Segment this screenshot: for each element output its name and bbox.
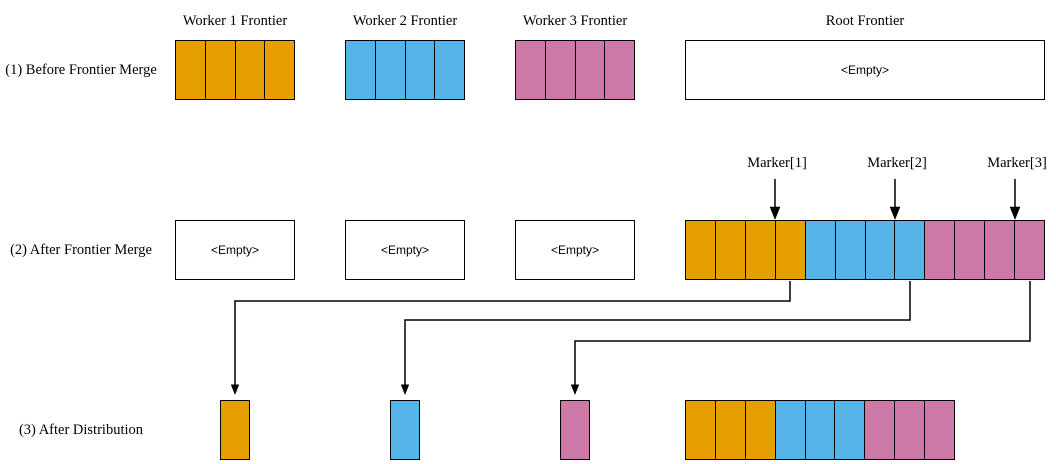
frontier-cell-pink xyxy=(516,41,546,99)
worker-1-distributed-box xyxy=(220,400,250,460)
frontier-cell-orange xyxy=(715,221,746,279)
frontier-cell-orange xyxy=(205,41,236,99)
frontier-cell-pink xyxy=(561,401,589,459)
marker-1-arrow xyxy=(769,179,781,221)
worker-3-distributed-box xyxy=(560,400,590,460)
marker-1-label: Marker[1] xyxy=(747,155,807,171)
frontier-cell-pink xyxy=(955,221,986,279)
frontier-cell-pink xyxy=(575,41,606,99)
root-after-distribution-box xyxy=(685,400,955,460)
frontier-cell-orange xyxy=(715,401,746,459)
worker-2-before-box xyxy=(345,40,465,100)
frontier-cell-pink xyxy=(985,221,1016,279)
frontier-cell-orange xyxy=(686,221,716,279)
empty-placeholder-text: <Empty> xyxy=(210,243,260,257)
worker-3-before-box xyxy=(515,40,635,100)
empty-placeholder-text: <Empty> xyxy=(840,63,890,77)
empty-placeholder-text: <Empty> xyxy=(380,243,430,257)
marker-2-label: Marker[2] xyxy=(867,155,927,171)
marker-3-label: Marker[3] xyxy=(987,155,1047,171)
row-label-after-distribution: (3) After Distribution xyxy=(18,421,144,438)
frontier-cell-blue xyxy=(835,221,866,279)
worker-2-distributed-box xyxy=(390,400,420,460)
root-before-box: <Empty> xyxy=(685,40,1045,100)
row-label-before-frontier-merge: (1) Before Frontier Merge xyxy=(5,61,157,78)
worker-1-after-merge-box: <Empty> xyxy=(175,220,295,280)
frontier-cell-orange xyxy=(176,41,206,99)
frontier-cell-pink xyxy=(925,221,956,279)
frontier-cell-orange xyxy=(745,401,776,459)
worker-3-after-merge-box: <Empty> xyxy=(515,220,635,280)
row-label-after-frontier-merge: (2) After Frontier Merge xyxy=(10,241,152,258)
frontier-cell-orange xyxy=(235,41,266,99)
frontier-cell-orange xyxy=(265,41,294,99)
frontier-cell-blue xyxy=(805,221,836,279)
frontier-cell-pink xyxy=(925,401,955,459)
frontier-cell-pink xyxy=(895,401,926,459)
frontier-cell-orange xyxy=(745,221,776,279)
frontier-cell-blue xyxy=(865,221,896,279)
worker-2-frontier-header: Worker 2 Frontier xyxy=(352,13,458,29)
worker-2-after-merge-box: <Empty> xyxy=(345,220,465,280)
frontier-cell-pink xyxy=(545,41,576,99)
distribution-arrow-2 xyxy=(400,281,911,395)
frontier-cell-blue xyxy=(435,41,464,99)
frontier-cell-blue xyxy=(391,401,419,459)
root-merged-box xyxy=(685,220,1045,280)
worker-3-frontier-header: Worker 3 Frontier xyxy=(522,13,628,29)
frontier-cell-blue xyxy=(805,401,836,459)
frontier-cell-pink xyxy=(1015,221,1045,279)
frontier-cell-blue xyxy=(775,401,806,459)
worker-1-before-box xyxy=(175,40,295,100)
frontier-cell-pink xyxy=(605,41,634,99)
frontier-cell-orange xyxy=(221,401,249,459)
marker-2-arrow xyxy=(889,179,901,221)
frontier-cell-blue xyxy=(375,41,406,99)
distribution-arrow-1 xyxy=(230,281,791,395)
frontier-cell-orange xyxy=(686,401,716,459)
marker-3-arrow xyxy=(1009,179,1021,221)
frontier-cell-orange xyxy=(775,221,806,279)
worker-1-frontier-header: Worker 1 Frontier xyxy=(182,13,288,29)
frontier-cell-blue xyxy=(835,401,866,459)
frontier-cell-pink xyxy=(865,401,896,459)
empty-placeholder-text: <Empty> xyxy=(550,243,600,257)
frontier-cell-blue xyxy=(895,221,926,279)
frontier-cell-blue xyxy=(405,41,436,99)
root-frontier-header: Root Frontier xyxy=(825,13,905,29)
distribution-arrow-3 xyxy=(570,281,1031,395)
frontier-cell-blue xyxy=(346,41,376,99)
